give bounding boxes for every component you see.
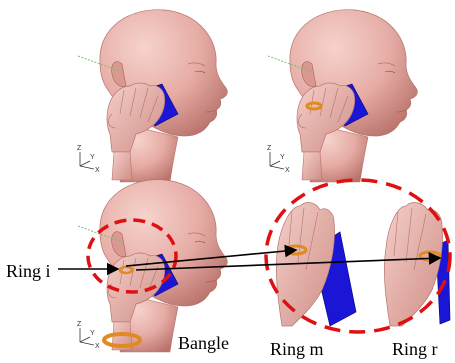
axis-x-label: X: [95, 343, 100, 350]
label-ring-i: Ring i: [6, 262, 51, 280]
axis-triad-icon: Z Y X: [77, 321, 100, 350]
axis-z-label: Z: [77, 145, 82, 152]
axis-y-label: Y: [90, 330, 95, 337]
axis-y-label: Y: [280, 154, 285, 161]
axis-z-label: Z: [267, 145, 272, 152]
panel-top-left: Z Y X: [77, 10, 227, 182]
axis-z-label: Z: [77, 321, 82, 328]
axis-x-label: X: [95, 167, 100, 174]
axis-x-label: X: [285, 167, 290, 174]
panel-bottom-left: Z Y X: [77, 180, 227, 352]
axis-triad-icon: Z Y X: [267, 145, 290, 174]
zoom-panel-ring-r: [384, 203, 450, 326]
label-ring-r: Ring r: [392, 340, 438, 358]
label-ring-m: Ring m: [270, 340, 324, 358]
axis-triad-icon: Z Y X: [77, 145, 100, 174]
label-bangle: Bangle: [178, 334, 229, 352]
axis-y-label: Y: [90, 154, 95, 161]
panel-top-right: Z Y X: [267, 10, 417, 182]
